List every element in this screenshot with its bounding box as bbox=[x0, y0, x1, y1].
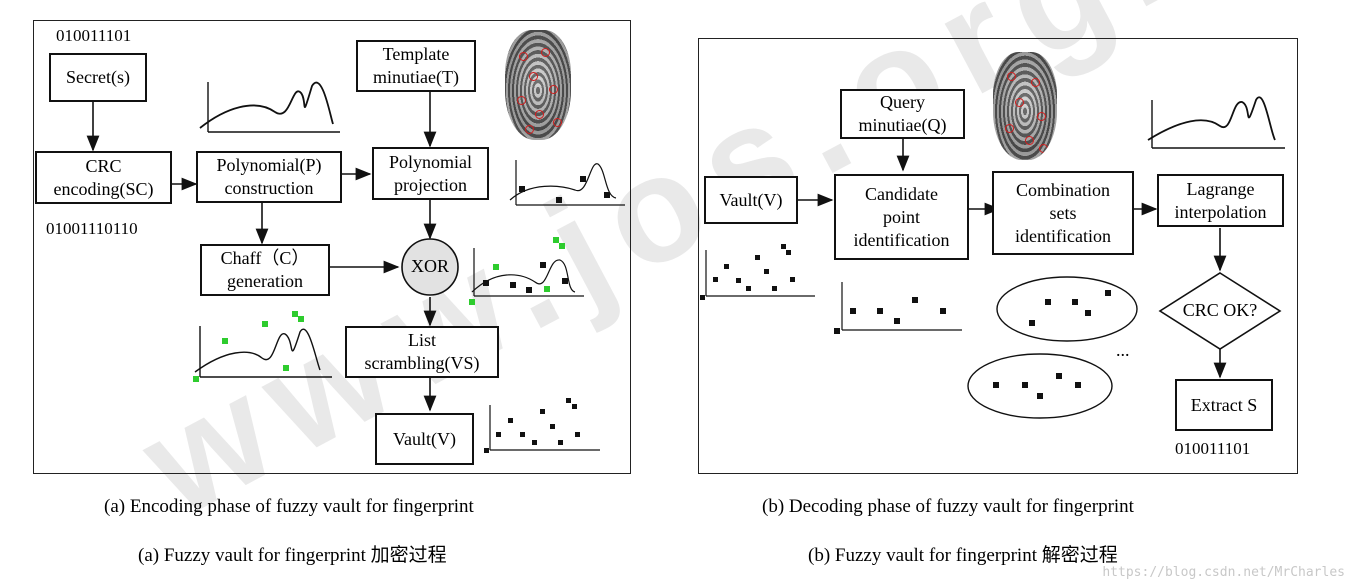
extract-s-node: Extract S bbox=[1175, 379, 1273, 431]
query-fingerprint-image bbox=[993, 52, 1057, 160]
polynomial-projection-node: Polynomial projection bbox=[372, 147, 489, 200]
chaff-plot bbox=[193, 311, 332, 382]
query-minutiae-node: Query minutiae(Q) bbox=[840, 89, 965, 139]
crc-bits-label: 01001110110 bbox=[46, 219, 138, 238]
extracted-bits-label: 010011101 bbox=[1175, 439, 1251, 458]
crc-ok-diamond bbox=[1158, 272, 1282, 350]
chaff-generation-node: Chaff（C） generation bbox=[200, 244, 330, 296]
encoding-vault-node: Vault(V) bbox=[375, 413, 474, 465]
decoding-panel bbox=[698, 38, 1298, 474]
secret-bits-label: 010011101 bbox=[56, 26, 132, 45]
candidate-point-node: Candidate point identification bbox=[834, 174, 969, 260]
xor-label: XOR bbox=[410, 256, 449, 276]
encoding-panel bbox=[33, 20, 631, 474]
lagrange-interpolation-node: Lagrange interpolation bbox=[1157, 174, 1284, 227]
polynomial-construction-node: Polynomial(P) construction bbox=[196, 151, 342, 203]
decoding-vault-plot bbox=[700, 244, 815, 300]
caption-b-english: (b) Decoding phase of fuzzy vault for fi… bbox=[762, 496, 1134, 517]
source-url: https://blog.csdn.net/MrCharles bbox=[1102, 565, 1345, 580]
secret-node: Secret(s) bbox=[49, 53, 147, 102]
caption-a-english: (a) Encoding phase of fuzzy vault for fi… bbox=[104, 496, 474, 517]
crc-encoding-node: CRC encoding(SC) bbox=[35, 151, 172, 204]
combination-sets-node: Combination sets identification bbox=[992, 171, 1134, 255]
more-sets-ellipsis: ... bbox=[1116, 340, 1130, 360]
template-minutiae-node: Template minutiae(T) bbox=[356, 40, 476, 92]
vault-plot bbox=[484, 398, 600, 453]
template-fingerprint-image bbox=[505, 30, 571, 140]
combination-set-ellipse bbox=[967, 353, 1113, 419]
caption-b-chinese: (b) Fuzzy vault for fingerprint 解密过程 bbox=[808, 545, 1118, 566]
xor-node bbox=[401, 238, 459, 296]
recovered-polynomial-plot bbox=[1147, 96, 1285, 149]
crc-ok-label: CRC OK? bbox=[1182, 300, 1258, 320]
decoding-vault-node: Vault(V) bbox=[704, 176, 798, 224]
projection-plot bbox=[509, 160, 625, 206]
caption-a-chinese: (a) Fuzzy vault for fingerprint 加密过程 bbox=[138, 545, 447, 566]
polynomial-plot bbox=[199, 81, 340, 133]
candidate-points-plot bbox=[834, 282, 962, 334]
list-scrambling-node: List scrambling(VS) bbox=[345, 326, 499, 378]
xor-result-plot bbox=[469, 237, 584, 305]
combination-set-ellipse bbox=[996, 276, 1138, 342]
